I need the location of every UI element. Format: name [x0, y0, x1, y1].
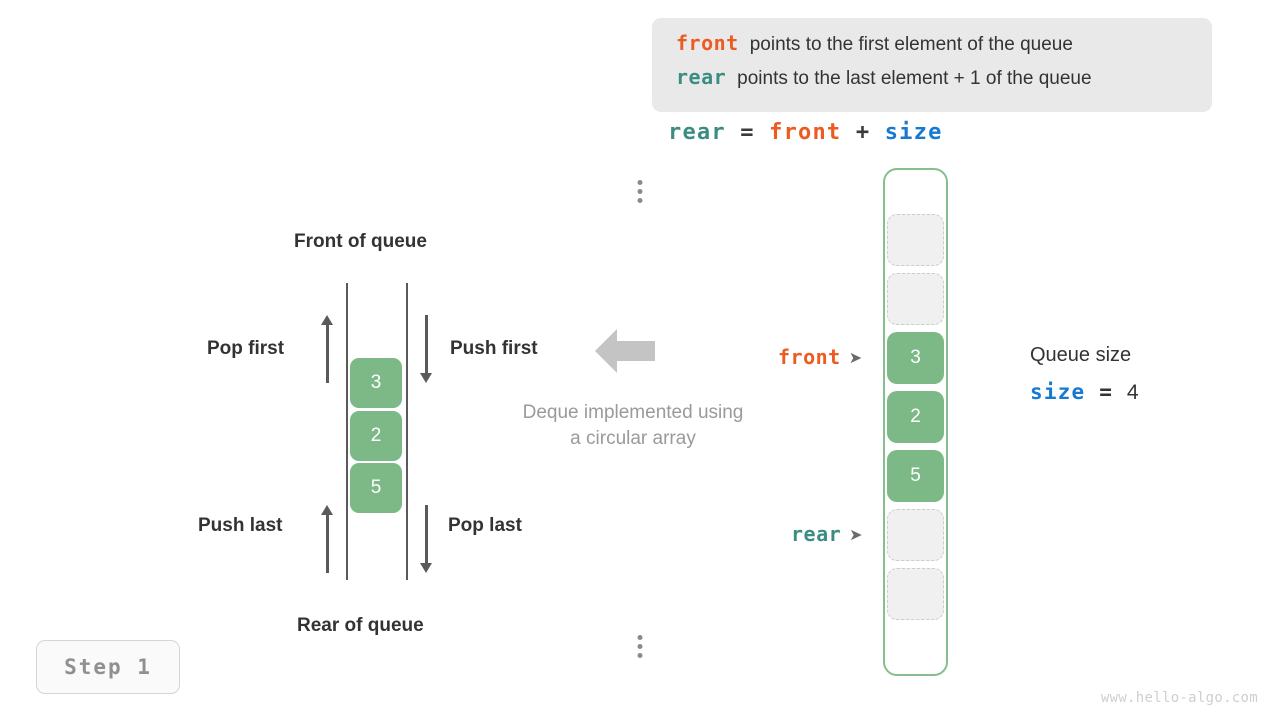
deque-cell: 2 [350, 411, 402, 461]
deque-cell: 5 [350, 463, 402, 513]
push-first-arrow-icon [419, 315, 433, 383]
queue-size-var: size [1030, 380, 1086, 404]
legend-row-rear: rear points to the last element + 1 of t… [676, 65, 1188, 99]
array-bottom-ellipsis-icon [637, 635, 643, 658]
push-first-label: Push first [450, 338, 538, 359]
array-slot: 5 [887, 450, 944, 502]
deque-rail-left [346, 283, 348, 580]
deque-caption: Deque implemented using a circular array [493, 400, 773, 452]
pop-first-label: Pop first [207, 338, 285, 359]
pop-first-arrow-icon [320, 315, 334, 383]
legend-box: front points to the first element of the… [652, 18, 1212, 112]
push-last-label: Push last [198, 515, 283, 536]
array-slot: 2 [887, 391, 944, 443]
array-slot [887, 273, 944, 325]
queue-size-expression: size = 4 [1030, 380, 1140, 405]
formula-front: front [769, 120, 842, 145]
legend-row-front: front points to the first element of the… [676, 31, 1188, 65]
left-block-arrow-icon [595, 329, 655, 373]
queue-size-number: 4 [1126, 381, 1140, 404]
rear-pointer-arrow-icon: ➤ [849, 524, 864, 544]
rear-of-queue-label: Rear of queue [297, 615, 424, 636]
step-badge: Step 1 [36, 640, 180, 694]
formula-size: size [884, 120, 943, 145]
array-slot: 3 [887, 332, 944, 384]
formula-lhs: rear [668, 120, 726, 145]
queue-size-equals: = [1099, 380, 1114, 404]
front-pointer-text: front [778, 345, 841, 369]
legend-text-front: points to the first element of the queue [749, 34, 1073, 55]
legend-keyword-rear: rear [676, 65, 727, 89]
deque-caption-line2: a circular array [570, 428, 696, 449]
legend-text-rear: points to the last element + 1 of the qu… [737, 68, 1092, 89]
watermark: www.hello-algo.com [1100, 690, 1258, 706]
deque-caption-line1: Deque implemented using [522, 402, 744, 423]
front-pointer-arrow-icon: ➤ [848, 347, 863, 367]
deque-rail-right [406, 283, 408, 580]
formula-rear-equals-front-plus-size: rear = front + size [668, 120, 943, 145]
formula-equals: = [740, 120, 755, 145]
queue-size-title: Queue size [1030, 344, 1132, 366]
front-of-queue-label: Front of queue [294, 231, 427, 252]
array-slot [887, 568, 944, 620]
array-slot [887, 509, 944, 561]
push-last-arrow-icon [320, 505, 334, 573]
formula-plus: + [855, 120, 871, 145]
legend-keyword-front: front [676, 31, 739, 55]
pop-last-label: Pop last [448, 515, 522, 536]
rear-pointer-text: rear [791, 522, 842, 546]
array-top-ellipsis-icon [637, 180, 643, 203]
deque-cell: 3 [350, 358, 402, 408]
rear-pointer-label: rear ➤ [791, 522, 863, 546]
front-pointer-label: front ➤ [778, 345, 863, 369]
array-slot [887, 214, 944, 266]
pop-last-arrow-icon [419, 505, 433, 573]
